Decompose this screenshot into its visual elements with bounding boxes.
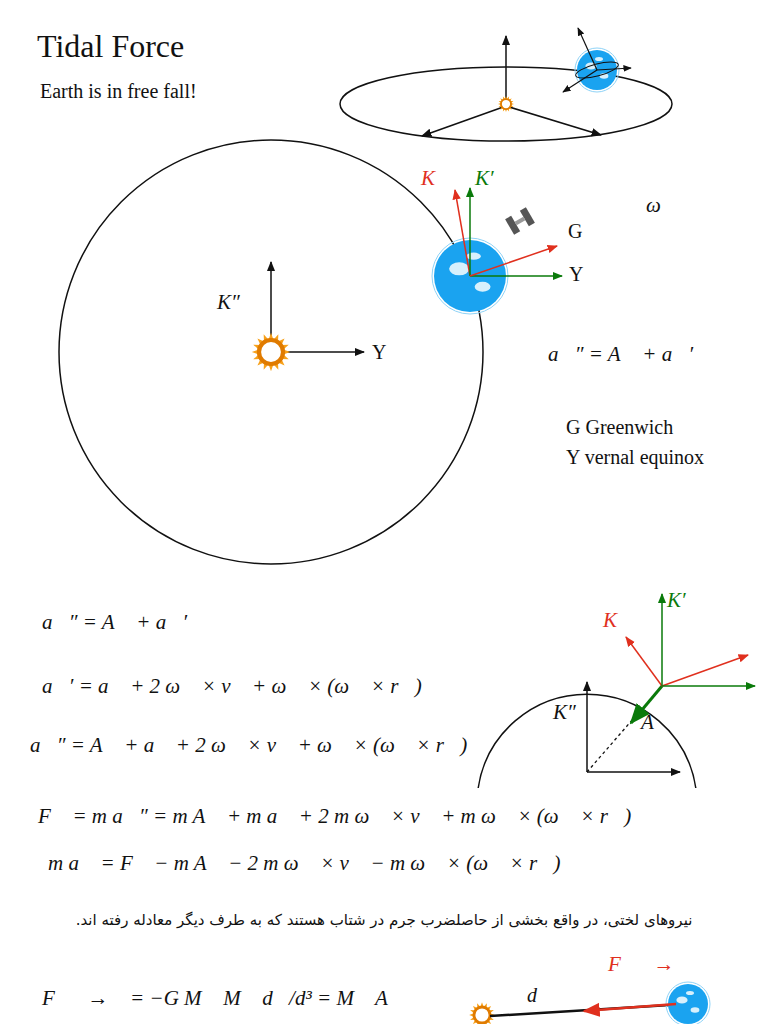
title: Tidal Force bbox=[37, 28, 184, 65]
earth-symbol bbox=[666, 982, 710, 1024]
equation-text: a⃗″ = A⃗ + a⃗′ bbox=[42, 610, 187, 634]
axis-arrow bbox=[470, 275, 562, 277]
axis-arrow bbox=[662, 655, 748, 686]
axis-arrow bbox=[505, 36, 507, 104]
axis-label: ω⃗ bbox=[646, 193, 677, 217]
axis-label: Υ bbox=[569, 263, 583, 286]
axis-label: d⃗ bbox=[527, 984, 553, 1007]
axis-arrow bbox=[563, 70, 597, 92]
equation-text: F⃗⊙→⊕ = −G M⊙ M⊕ d⃗/d³ = M⊕ A⃗ bbox=[42, 986, 404, 1010]
axis-label: K′ bbox=[667, 588, 686, 612]
axis-label: K bbox=[603, 608, 617, 632]
axis-arrow bbox=[578, 28, 597, 70]
equation-text: a⃗′ = a⃗ + 2 ω⃗ × v⃗ + ω⃗ × (ω⃗ × r⃗) bbox=[42, 674, 422, 698]
equation-text: Earth is in free fall! bbox=[40, 80, 197, 103]
equation-text: Υ vernal equinox bbox=[566, 446, 704, 469]
axis-label: A⃗ bbox=[641, 710, 670, 734]
orbit-circle bbox=[59, 140, 483, 564]
space-station bbox=[505, 207, 535, 235]
axis-arrow bbox=[506, 106, 601, 135]
axis-arrow bbox=[470, 246, 557, 276]
axis-label: K″ bbox=[217, 290, 240, 314]
note-text: نیروهای لختی، در واقع بخشی از حاصلضرب جر… bbox=[76, 912, 693, 929]
axis-arrow bbox=[662, 685, 755, 687]
axis-arrow bbox=[586, 682, 588, 772]
equation-text: m a⃗ = F⃗ − m A⃗ − 2 m ω⃗ × v⃗ − m ω⃗ × … bbox=[48, 851, 561, 875]
axis-label: K bbox=[421, 166, 435, 190]
equation-text: a⃗″ = A⃗ + a⃗′ bbox=[548, 342, 693, 366]
equation-text: F⃗ = m a⃗″ = m A⃗ + m a⃗ + 2 m ω⃗ × v⃗ +… bbox=[38, 804, 631, 828]
axis-arrow bbox=[661, 594, 663, 686]
axis-label: Υ bbox=[372, 341, 386, 364]
guide-line bbox=[490, 1004, 686, 1016]
sun-symbol bbox=[469, 1002, 495, 1024]
equation-text: F⃗⊙→⊕ bbox=[608, 952, 691, 976]
axis-label: G bbox=[568, 220, 582, 243]
equation-text: a⃗″ = A⃗ + a⃗ + 2 ω⃗ × v⃗ + ω⃗ × (ω⃗ × r… bbox=[30, 733, 467, 757]
sun-symbol bbox=[252, 333, 290, 371]
axis-arrow bbox=[584, 1004, 676, 1011]
axis-arrow bbox=[469, 188, 471, 276]
axis-arrow bbox=[626, 637, 662, 686]
axis-arrow bbox=[455, 190, 470, 276]
sun-symbol bbox=[498, 96, 514, 112]
axis-label: K′ bbox=[475, 166, 494, 190]
axis-arrow bbox=[422, 106, 506, 136]
axis-label: K″ bbox=[553, 700, 576, 724]
equation-text: G Greenwich bbox=[566, 416, 673, 439]
axis-arrow bbox=[597, 68, 631, 70]
axis-arrow bbox=[587, 771, 680, 773]
